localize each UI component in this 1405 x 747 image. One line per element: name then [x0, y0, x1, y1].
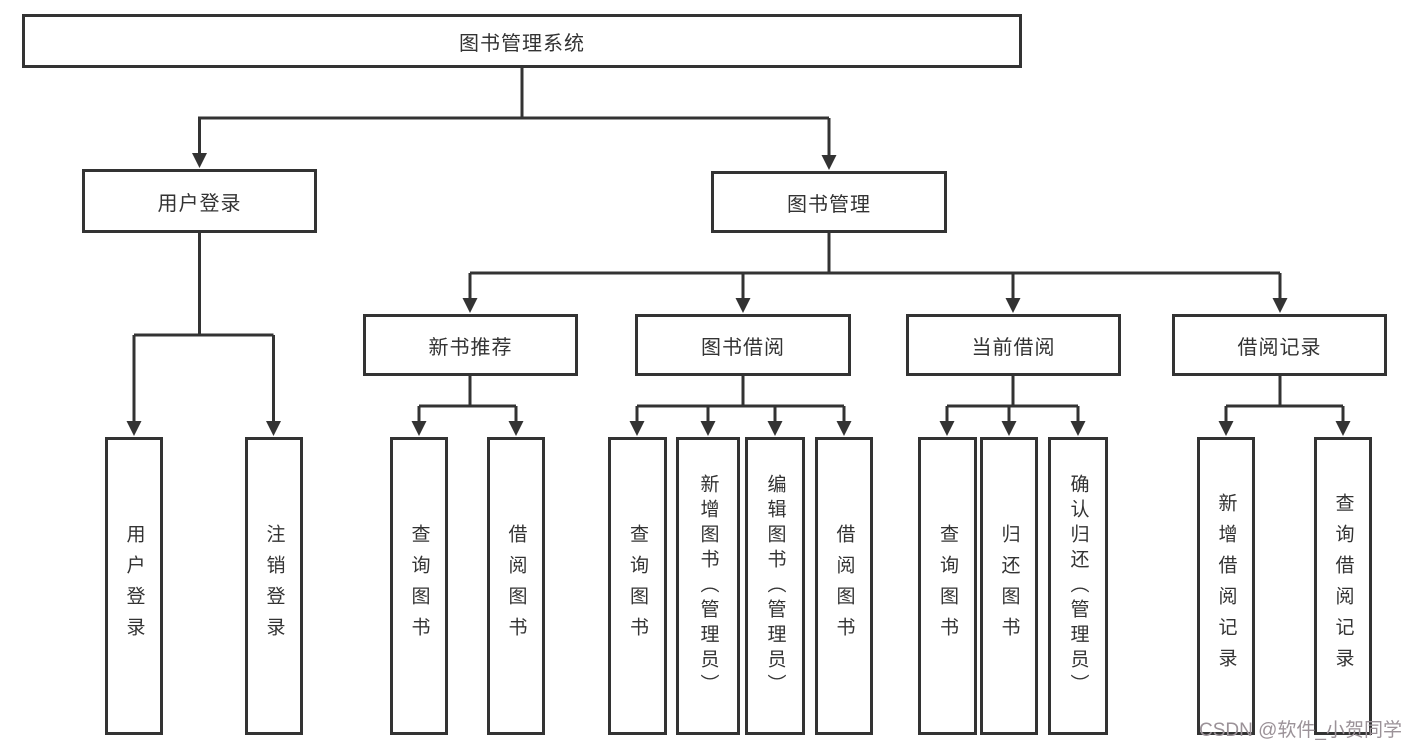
leaf-confirm-return-admin: 确认归还（管理员）	[1048, 437, 1108, 735]
leaf-add-borrow-record: 新增借阅记录	[1197, 437, 1255, 735]
node-book-management-label: 图书管理	[787, 193, 871, 216]
node-library-management-system: 图书管理系统	[22, 14, 1022, 68]
leaf-query-books-recommend-label: 查询图书	[408, 524, 430, 648]
node-borrow-records: 借阅记录	[1172, 314, 1387, 376]
leaf-user-login-label: 用户登录	[123, 524, 145, 648]
leaf-logout-label: 注销登录	[263, 524, 285, 648]
leaf-user-login: 用户登录	[105, 437, 163, 735]
leaf-borrow-books-recommend-label: 借阅图书	[505, 524, 527, 648]
edge-book-borrow-to-children	[629, 376, 852, 436]
leaf-query-books-current-label: 查询图书	[937, 524, 958, 648]
node-user-login-label: 用户登录	[157, 192, 242, 215]
node-user-login: 用户登录	[82, 169, 317, 233]
node-new-book-recommend-label: 新书推荐	[428, 336, 513, 359]
edge-borrow-records-to-children	[1218, 376, 1351, 436]
leaf-borrow-books-label: 借阅图书	[833, 524, 855, 648]
leaf-query-books-recommend: 查询图书	[390, 437, 448, 735]
leaf-logout: 注销登录	[245, 437, 303, 735]
leaf-query-books-borrow-label: 查询图书	[627, 524, 648, 648]
leaf-query-borrow-record-label: 查询借阅记录	[1332, 493, 1354, 679]
node-book-borrow: 图书借阅	[635, 314, 851, 376]
leaf-edit-books-admin-label: 编辑图书（管理员）	[764, 473, 786, 699]
leaf-edit-books-admin: 编辑图书（管理员）	[745, 437, 805, 735]
leaf-add-borrow-record-label: 新增借阅记录	[1215, 493, 1237, 679]
leaf-return-books-label: 归还图书	[998, 524, 1020, 648]
edge-book-management-to-level3	[462, 233, 1288, 313]
edge-user-login-to-children	[126, 233, 281, 436]
node-current-borrow-label: 当前借阅	[971, 336, 1056, 359]
leaf-query-borrow-record: 查询借阅记录	[1314, 437, 1372, 735]
edge-current-borrow-to-children	[939, 376, 1086, 436]
leaf-add-books-admin-label: 新增图书（管理员）	[697, 473, 719, 699]
node-book-management: 图书管理	[711, 171, 947, 233]
node-current-borrow: 当前借阅	[906, 314, 1121, 376]
node-book-borrow-label: 图书借阅	[701, 336, 785, 359]
leaf-borrow-books-recommend: 借阅图书	[487, 437, 545, 735]
leaf-return-books: 归还图书	[980, 437, 1038, 735]
leaf-confirm-return-admin-label: 确认归还（管理员）	[1067, 473, 1089, 699]
csdn-watermark: CSDN @软件_小贺同学	[1199, 720, 1402, 741]
node-library-management-system-label: 图书管理系统	[459, 32, 585, 55]
edge-new-book-recommend-to-children	[411, 376, 524, 436]
leaf-query-books-borrow: 查询图书	[608, 437, 667, 735]
edge-root-to-level2	[192, 68, 837, 170]
node-borrow-records-label: 借阅记录	[1237, 336, 1322, 359]
leaf-query-books-current: 查询图书	[918, 437, 977, 735]
leaf-add-books-admin: 新增图书（管理员）	[676, 437, 740, 735]
leaf-borrow-books: 借阅图书	[815, 437, 873, 735]
node-new-book-recommend: 新书推荐	[363, 314, 578, 376]
